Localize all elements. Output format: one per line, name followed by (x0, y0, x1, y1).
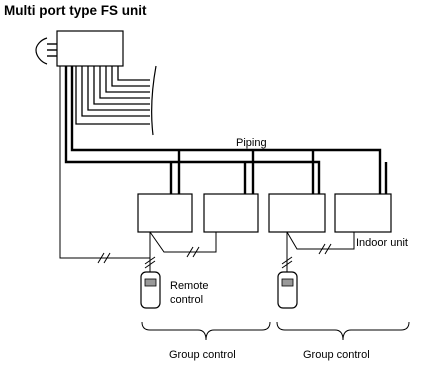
indoor-unit-1 (137, 193, 193, 233)
indoor-unit-2 (203, 193, 259, 233)
group-control-label-left: Group control (169, 349, 236, 361)
fs-unit (35, 30, 124, 67)
remote-control-left (140, 271, 161, 309)
indoor-unit-4 (334, 193, 392, 233)
main-piping (64, 66, 388, 194)
indoor-units (137, 193, 392, 233)
group-control-label-right: Group control (303, 349, 370, 361)
indoor-unit-3 (268, 193, 326, 233)
indoor-unit-label: Indoor unit (356, 237, 408, 249)
control-wiring (59, 66, 355, 272)
remote-control-right (277, 271, 298, 309)
group-brackets (141, 321, 410, 341)
diagram-title: Multi port type FS unit (4, 3, 147, 18)
piping-label: Piping (236, 137, 267, 149)
branch-pipes (75, 65, 157, 136)
remote-control-label-line1: Remote (170, 280, 209, 292)
remote-control-label-line2: control (170, 294, 203, 306)
wire-slash-marks (97, 243, 332, 269)
